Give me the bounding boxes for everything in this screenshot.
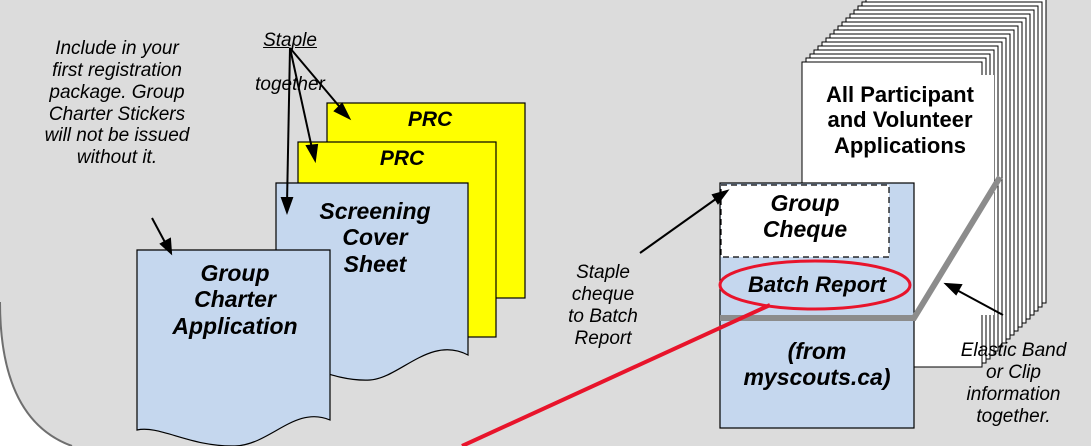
group-cheque-label: Group Cheque — [762, 190, 848, 243]
highlight-pointer-line — [461, 303, 771, 446]
group-cheque-slip — [720, 184, 890, 258]
prc-front-label: PRC — [379, 147, 425, 170]
include-note: Include in your first registration packa… — [44, 38, 190, 169]
elastic-band — [720, 175, 1003, 321]
background-panel-edge — [0, 301, 73, 446]
elastic-band-note: Elastic Band or Clip information togethe… — [960, 340, 1067, 427]
arrows — [151, 47, 1004, 316]
batch-report-highlight — [718, 259, 912, 311]
prc-back-label: PRC — [407, 108, 453, 131]
staple-word: Staple — [263, 29, 317, 51]
staple-cheque-note: Staple cheque to Batch Report — [568, 262, 638, 349]
screening-cover-label: Screening Cover Sheet — [319, 198, 431, 277]
from-myscouts-label: (from myscouts.ca) — [743, 338, 891, 391]
together-word: together — [255, 73, 325, 95]
batch-report-label: Batch Report — [747, 272, 887, 297]
staple-together-note: Staple together — [240, 8, 340, 117]
applications-label: All Participant and Volunteer Applicatio… — [826, 82, 974, 158]
group-charter-label: Group Charter Application — [172, 260, 298, 339]
